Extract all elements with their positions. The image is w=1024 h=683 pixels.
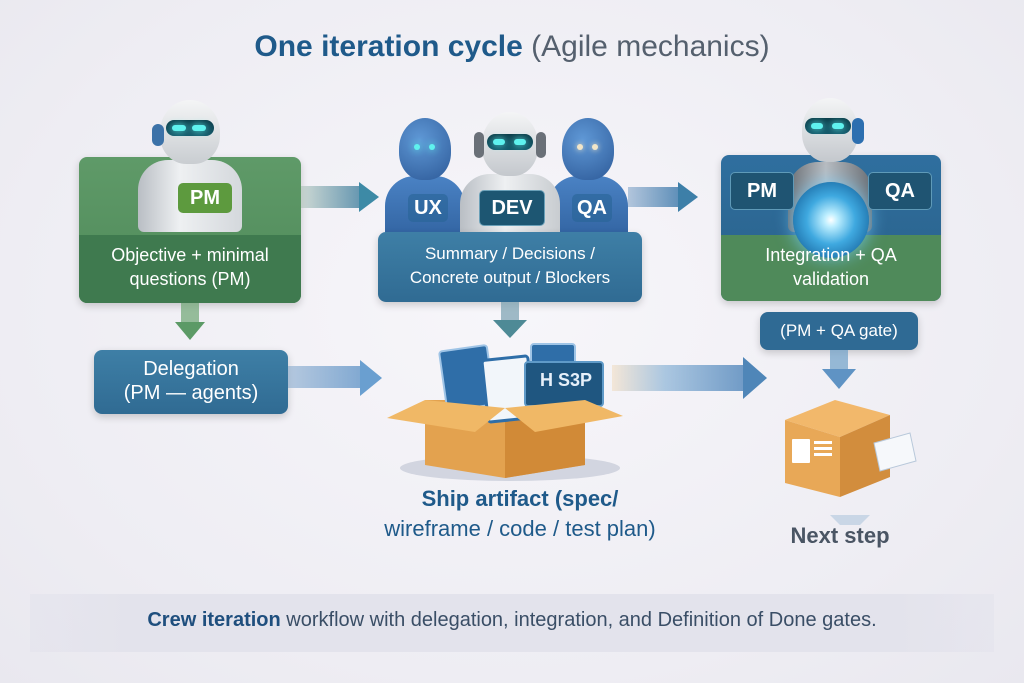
dev-robot-icon	[460, 112, 560, 252]
integration-label: Integration + QA validation	[765, 245, 897, 289]
artifact-box-icon	[385, 330, 625, 480]
arrow-ship-to-next	[612, 365, 744, 391]
arrow-head	[678, 182, 698, 212]
delegation-box: Delegation (PM — agents)	[94, 350, 288, 414]
arrow-head	[359, 182, 379, 212]
ship-label: Ship artifact (spec/ wireframe / code / …	[384, 486, 656, 541]
dev-tag: DEV	[479, 190, 545, 226]
delegation-label-2: (PM — agents)	[123, 382, 259, 404]
summary-box: Summary / Decisions / Concrete output / …	[378, 232, 642, 302]
arrow-head	[493, 320, 527, 338]
caption-bold: Crew iteration	[147, 609, 281, 631]
arrow-summary-to-integration	[628, 187, 678, 207]
pm-tag: PM	[178, 183, 232, 213]
qa-tag: QA	[572, 194, 612, 222]
arrow-delegation-to-ship	[288, 366, 362, 388]
arrow-objective-to-delegation	[181, 303, 199, 323]
title-main: One iteration cycle	[254, 30, 523, 63]
title-sub: (Agile mechanics)	[531, 30, 770, 63]
next-step-label: Next step	[790, 523, 890, 548]
arrow-summary-to-ship	[501, 302, 519, 320]
caption-bar	[30, 594, 994, 652]
ux-tag: UX	[408, 194, 448, 222]
validation-orb-icon	[793, 182, 869, 258]
gate-label-box: (PM + QA gate)	[760, 312, 918, 350]
summary-label-1: Summary / Decisions /	[424, 244, 596, 263]
ux-robot-icon	[385, 118, 465, 248]
objective-label: Objective + minimal questions (PM)	[111, 245, 269, 289]
gate-label: (PM + QA gate)	[780, 321, 898, 340]
arrow-head	[175, 322, 205, 340]
arrow-objective-to-summary	[301, 186, 359, 208]
next-package-icon	[770, 395, 920, 535]
arrow-head	[822, 369, 856, 389]
arrow-gate-to-next	[830, 350, 848, 370]
ship-screen-text: H S3P	[539, 370, 593, 390]
summary-label-2: Concrete output / Blockers	[409, 268, 611, 287]
page-title: One iteration cycle (Agile mechanics)	[0, 30, 1024, 64]
qa-robot-icon	[548, 118, 628, 248]
caption: Crew iteration workflow with delegation,…	[0, 609, 1024, 632]
arrow-head	[743, 357, 767, 399]
integration-pm-tag: PM	[730, 172, 794, 210]
arrow-head	[360, 360, 382, 396]
integration-qa-tag: QA	[868, 172, 932, 210]
delegation-label-1: Delegation	[143, 358, 239, 380]
caption-rest: workflow with delegation, integration, a…	[286, 609, 877, 631]
